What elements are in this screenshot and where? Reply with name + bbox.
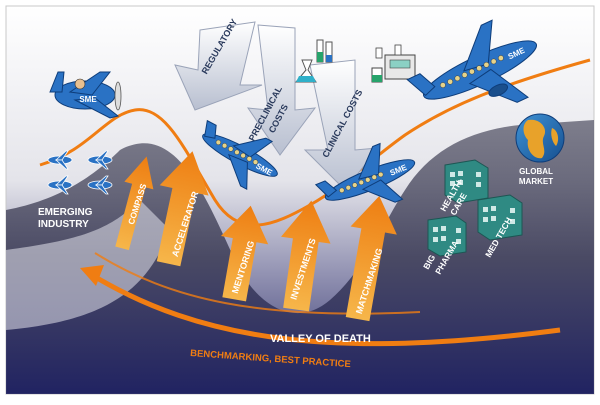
pilot-icon xyxy=(74,78,86,90)
benchmarking-arrowhead xyxy=(80,265,104,286)
market-curve xyxy=(39,58,591,227)
lab-machine-icon xyxy=(371,44,416,83)
globe-icon xyxy=(515,113,565,163)
small-plane-cluster xyxy=(47,150,113,195)
valley-of-death-label: VALLEY OF DEATH xyxy=(270,333,371,345)
propeller-plane: SME xyxy=(49,71,122,119)
mentoring-arrow: MENTORING xyxy=(220,205,269,302)
propeller-icon xyxy=(114,81,122,111)
bigpharma-building-icon xyxy=(427,215,467,257)
plane-label-1: SME xyxy=(79,95,97,104)
global-label-2: MARKET xyxy=(519,177,553,186)
flask-icon xyxy=(294,39,333,83)
matchmaking-arrow: MATCHMAKING xyxy=(345,195,397,322)
benchmarking-arc xyxy=(90,272,561,347)
emerging-label-2: INDUSTRY xyxy=(38,219,89,230)
global-label-1: GLOBAL xyxy=(519,167,553,176)
climbing-jet: SME xyxy=(314,142,416,203)
engine-icon xyxy=(488,83,509,97)
emerging-label-1: EMERGING xyxy=(38,207,93,218)
diving-jet: SME xyxy=(202,119,278,190)
medtech-building-icon xyxy=(477,194,523,241)
preclinical-arrow: PRECLINICAL COSTS xyxy=(247,24,317,156)
large-jet: SME xyxy=(406,19,538,103)
